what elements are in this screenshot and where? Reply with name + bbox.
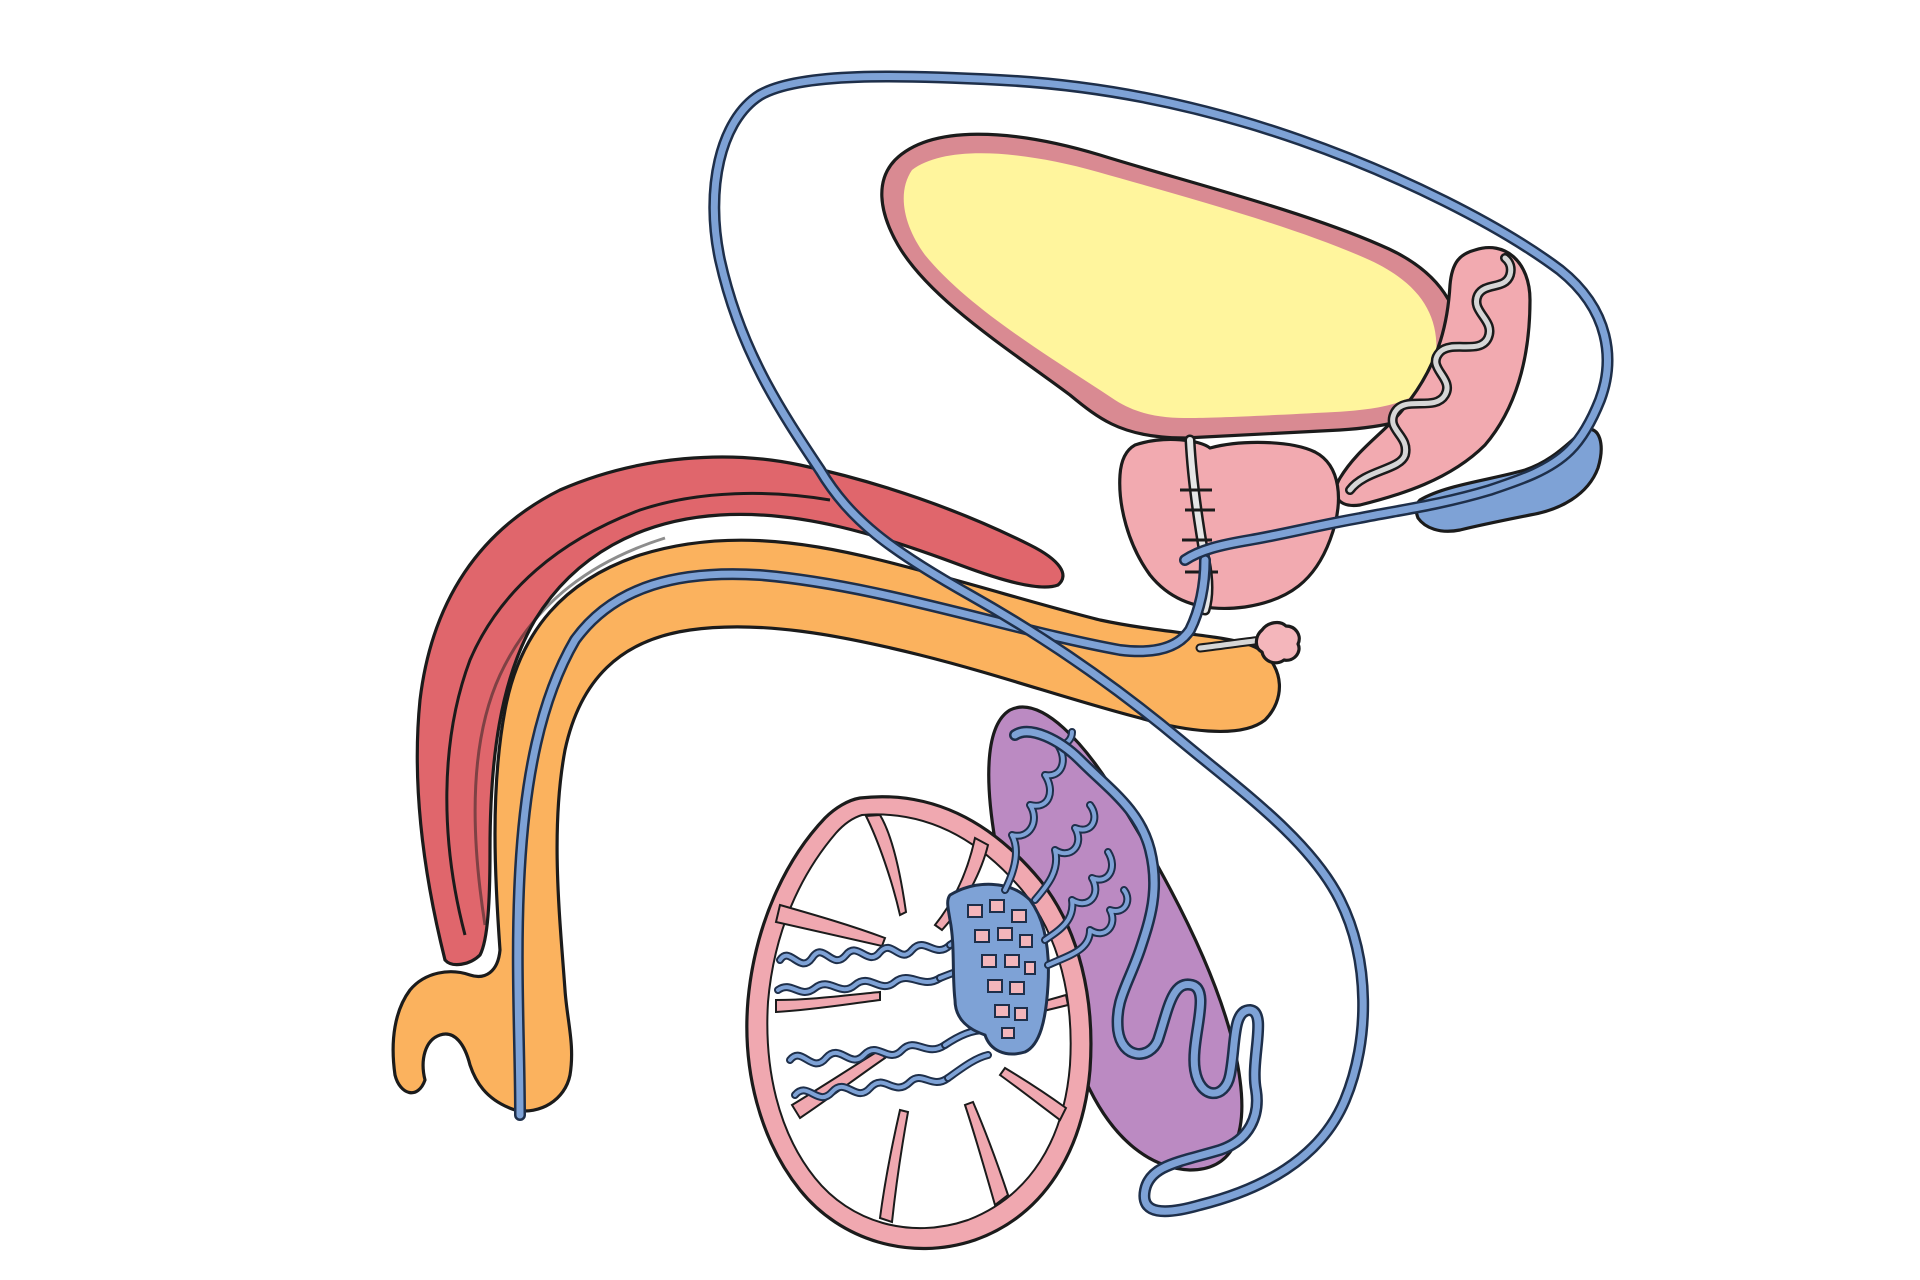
corpus-spongiosum-icon <box>391 538 1281 1113</box>
bladder-icon <box>880 132 1463 440</box>
urethra-icon <box>511 554 1211 1121</box>
corpus-cavernosum-icon <box>415 455 1065 967</box>
efferent-ducts-icon <box>1001 728 1132 969</box>
vas-deferens-icon <box>708 70 1614 1218</box>
rete-testis-icon <box>946 882 1050 1056</box>
bulbourethral-gland-icon <box>1195 620 1301 665</box>
seminal-vesicle-icon <box>1334 246 1532 507</box>
